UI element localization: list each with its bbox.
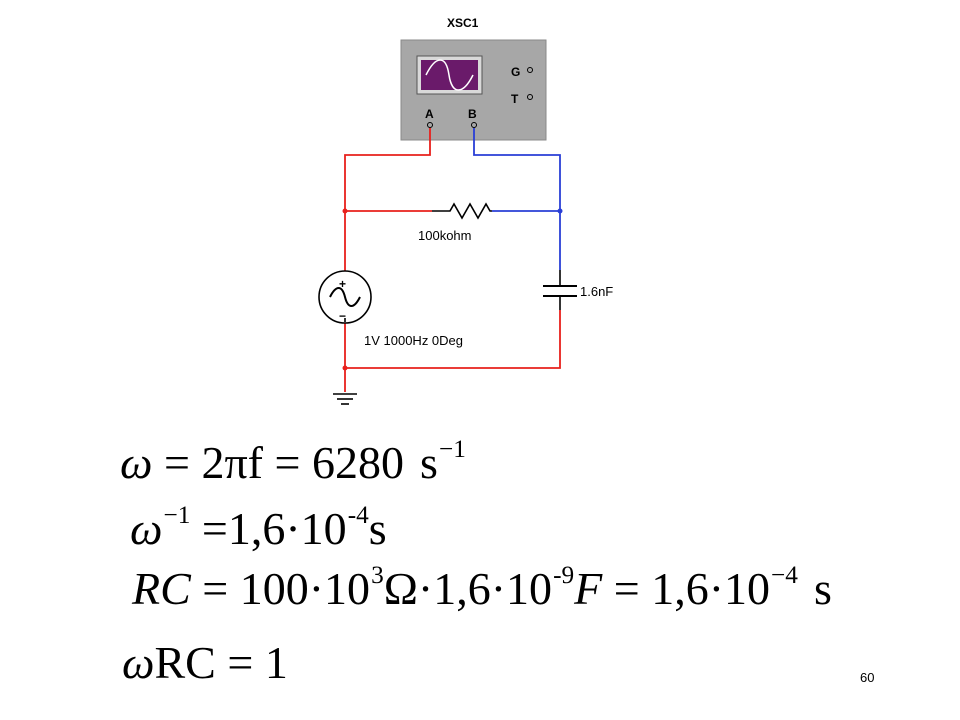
- equation-omega-inverse: ω−1 =1,6·10-4s: [130, 500, 387, 554]
- sine-wave-icon: [329, 287, 361, 307]
- terminal-g-label: G: [511, 65, 520, 79]
- junction-dot: [557, 208, 563, 214]
- equation-omega-rc: ωRC = 1: [122, 637, 288, 688]
- resistor-symbol: [432, 202, 492, 220]
- source-label: 1V 1000Hz 0Deg: [364, 333, 463, 348]
- sine-wave-icon: [425, 59, 474, 91]
- scope-label: XSC1: [447, 16, 479, 30]
- channel-b-label: B: [468, 107, 477, 121]
- circuit-diagram: XSC1 G T A B 100kohm 1.6: [318, 16, 613, 405]
- source-plus-label: +: [339, 277, 346, 291]
- page-number: 60: [860, 670, 875, 685]
- junction-dot: [342, 365, 348, 371]
- source-minus-label: −: [339, 309, 346, 323]
- ac-source-symbol: [318, 270, 372, 324]
- capacitor-label: 1.6nF: [580, 284, 613, 299]
- ground-icon: [333, 393, 357, 405]
- channel-a-label: A: [425, 107, 434, 121]
- terminal-t-label: T: [511, 92, 519, 106]
- resistor-label: 100kohm: [418, 228, 471, 243]
- capacitor-symbol: [543, 270, 577, 310]
- channel-a-wires: [344, 128, 561, 392]
- junction-dot: [342, 208, 348, 214]
- channel-b-wires: [473, 128, 561, 270]
- oscilloscope: G T A B: [400, 39, 547, 141]
